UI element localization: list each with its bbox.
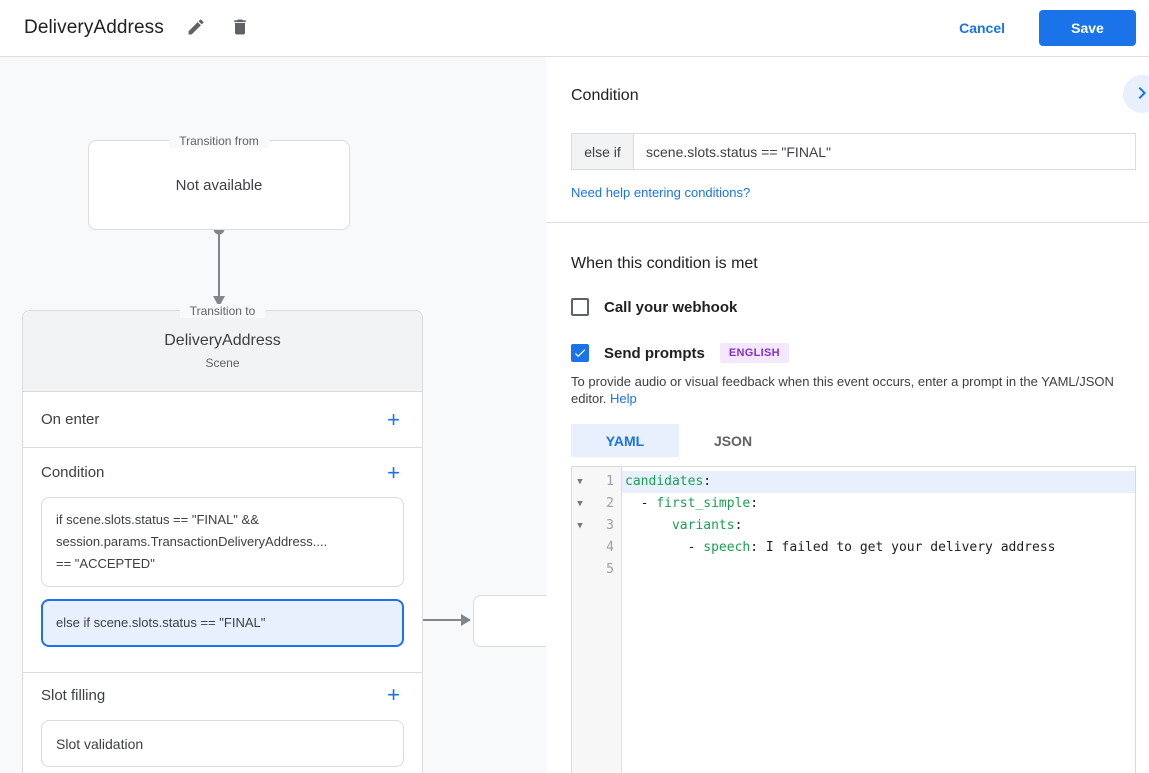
condition-text-line: if scene.slots.status == "FINAL" && (56, 512, 259, 527)
editor-code-area[interactable]: candidates: - first_simple: variants: - … (622, 467, 1135, 773)
editor-format-tabs: YAML JSON (571, 424, 1136, 457)
transition-target-box[interactable] (473, 595, 546, 647)
condition-text-line: == "ACCEPTED" (56, 556, 155, 571)
yaml-plain-token (625, 518, 672, 533)
condition-text-line: session.params.TransactionDeliveryAddres… (56, 534, 328, 549)
yaml-key-token: speech (703, 540, 751, 555)
language-badge: ENGLISH (719, 343, 789, 363)
tab-json[interactable]: JSON (713, 432, 753, 449)
condition-expression-input[interactable]: scene.slots.status == "FINAL" (634, 133, 1136, 170)
yaml-plain-token: : (750, 496, 759, 511)
transition-from-box[interactable]: Transition from Not available (88, 134, 350, 230)
condition-box-selected[interactable]: else if scene.slots.status == "FINAL" (41, 599, 404, 647)
slot-filling-label: Slot filling (41, 686, 106, 704)
tab-yaml[interactable]: YAML (571, 424, 679, 457)
slot-box[interactable]: Slot validation (41, 720, 404, 767)
code-line[interactable]: - speech: I failed to get your delivery … (622, 537, 1135, 559)
condition-box[interactable]: if scene.slots.status == "FINAL" && sessi… (41, 497, 404, 587)
add-on-enter-button[interactable]: + (383, 408, 404, 430)
when-met-title: When this condition is met (571, 255, 758, 272)
on-enter-label: On enter (41, 411, 100, 428)
line-number: 2 (606, 496, 614, 511)
line-number: 4 (606, 540, 614, 555)
slot-filling-section: Slot filling + Slot validationTransactio… (23, 673, 422, 773)
editor-gutter: ▼ 1 ▼ 2 ▼ 3 4 5 (572, 467, 622, 773)
condition-help-link[interactable]: Need help entering conditions? (571, 185, 751, 200)
condition-row: else if scene.slots.status == "FINAL" (571, 133, 1136, 170)
add-condition-button[interactable]: + (383, 461, 404, 483)
delete-button[interactable] (228, 16, 252, 40)
help-link[interactable]: Help (610, 391, 637, 406)
yaml-key-token: candidates (625, 474, 704, 489)
code-line[interactable]: variants: (622, 515, 1135, 537)
yaml-plain-token: : I failed to get your delivery address (750, 540, 1056, 555)
yaml-plain-token: : (703, 474, 712, 489)
send-prompts-row: Send prompts ENGLISH (571, 343, 1136, 363)
panel-divider (546, 222, 1149, 223)
fold-arrow-icon[interactable]: ▼ (577, 499, 583, 509)
transition-from-value: Not available (175, 177, 263, 194)
fold-arrow-icon[interactable]: ▼ (577, 521, 583, 531)
trash-icon (230, 17, 250, 40)
scene-card: Transition to DeliveryAddress Scene On e… (22, 304, 423, 773)
yaml-code-editor[interactable]: ▼ 1 ▼ 2 ▼ 3 4 5 candidates: - first_simple: var… (571, 466, 1136, 773)
pencil-icon (186, 17, 206, 40)
cancel-button[interactable]: Cancel (959, 20, 1005, 36)
check-icon (574, 349, 586, 358)
send-prompts-label[interactable]: Send prompts (604, 344, 705, 362)
scene-type-label: Scene (205, 356, 240, 370)
scene-diagram-canvas: Transition from Not available Transition… (0, 57, 546, 773)
yaml-key-token: first_simple (656, 496, 751, 511)
call-webhook-checkbox[interactable] (571, 298, 589, 316)
condition-prefix: else if (571, 133, 634, 170)
condition-detail-panel: Condition else if scene.slots.status == … (546, 57, 1149, 773)
yaml-plain-token: - (625, 496, 657, 511)
scene-name: DeliveryAddress (164, 332, 281, 349)
code-line[interactable]: candidates: (622, 471, 1135, 493)
send-prompts-checkbox[interactable] (571, 344, 589, 362)
code-line[interactable]: - first_simple: (622, 493, 1135, 515)
line-number: 1 (606, 474, 614, 489)
condition-section-label: Condition (41, 464, 105, 481)
yaml-plain-token: - (625, 540, 704, 555)
line-number: 5 (606, 562, 614, 577)
on-enter-section: On enter + (23, 392, 422, 448)
yaml-key-token: variants (671, 518, 735, 533)
condition-section: Condition + if scene.slots.status == "FI… (23, 448, 422, 673)
page-title: DeliveryAddress (24, 17, 164, 38)
add-slot-button[interactable]: + (383, 684, 404, 706)
call-webhook-label[interactable]: Call your webhook (604, 298, 738, 316)
chevron-right-icon (1130, 81, 1149, 108)
yaml-plain-token: : (734, 518, 743, 533)
line-number: 3 (606, 518, 614, 533)
transition-to-label: Transition to (179, 304, 266, 318)
prompt-description: To provide audio or visual feedback when… (571, 373, 1136, 407)
top-bar: DeliveryAddress Cancel Save (0, 0, 1149, 57)
panel-title: Condition (571, 87, 639, 104)
code-line[interactable] (622, 559, 1135, 581)
save-button[interactable]: Save (1039, 10, 1136, 46)
scene-card-header[interactable]: DeliveryAddress Scene (23, 311, 422, 392)
condition-text-line: else if scene.slots.status == "FINAL" (56, 615, 266, 630)
fold-arrow-icon[interactable]: ▼ (577, 477, 583, 487)
edit-button[interactable] (184, 16, 208, 40)
prompt-description-text: To provide audio or visual feedback when… (571, 374, 1114, 406)
transition-from-label: Transition from (169, 134, 269, 148)
webhook-row: Call your webhook (571, 298, 1136, 316)
collapse-panel-button[interactable] (1123, 75, 1149, 113)
